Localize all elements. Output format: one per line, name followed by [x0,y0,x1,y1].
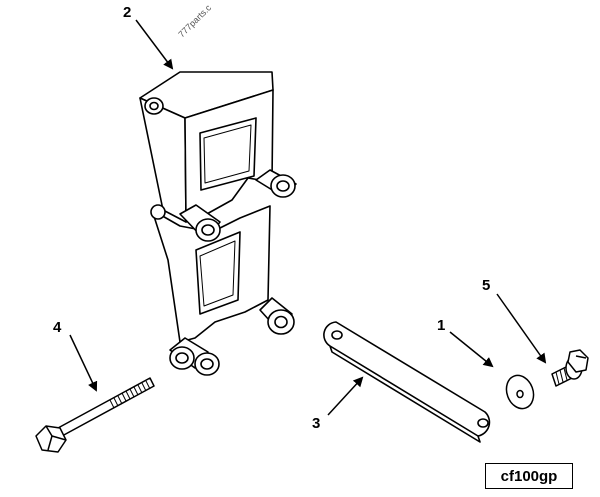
link-bar-part [323,321,491,443]
long-bolt-part [35,377,155,453]
callout-label-2: 2 [123,4,131,21]
small-bolt-part [551,349,589,387]
arrow-to-part-4 [69,334,98,392]
callout-label-3: 3 [312,415,320,432]
callout-arrows [69,19,547,416]
arrow-to-part-3 [327,376,364,416]
arrow-to-part-2 [135,19,174,70]
watermark-text: 777parts.c [176,2,213,39]
flat-washer-part [505,374,535,410]
figure-code-label: cf100gp [485,463,573,489]
mounting-bracket-part [139,71,297,376]
callout-label-5: 5 [482,277,490,294]
callout-label-1: 1 [437,317,445,334]
arrow-to-part-5 [496,293,547,364]
callout-label-4: 4 [53,319,62,336]
arrow-to-part-1 [449,331,494,368]
